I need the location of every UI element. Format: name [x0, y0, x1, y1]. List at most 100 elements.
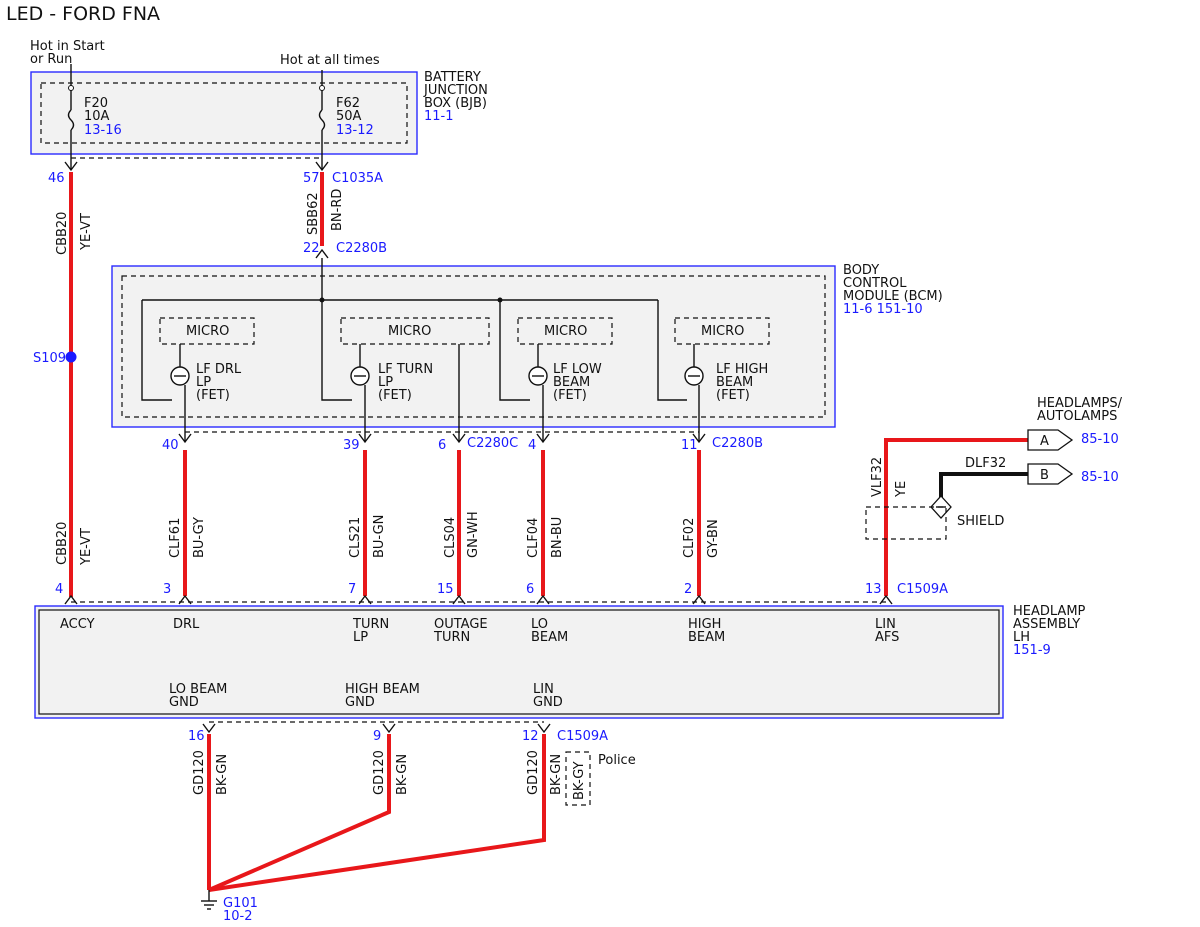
ground-symbol-icon — [201, 900, 217, 910]
offpage-b-ref[interactable]: 85-10 — [1081, 470, 1119, 485]
fuse-f62-icon — [318, 109, 326, 131]
offpage-b-letter: B — [1040, 468, 1049, 483]
pin-arrow-icon — [178, 594, 192, 605]
headlamp-label-line2: ASSEMBLY — [1013, 617, 1080, 632]
wire-clf04-color: BN-BU — [550, 517, 565, 558]
shield-label: SHIELD — [957, 514, 1004, 529]
headlamp-pin-2: 2 — [684, 582, 692, 597]
pin-arrow-icon — [537, 723, 551, 734]
wire-cls21-circuit: CLS21 — [348, 517, 363, 558]
wire-cls04-color: GN-WH — [466, 511, 481, 558]
bcm-input-connector: C2280B — [336, 241, 387, 256]
bjb-outline — [30, 71, 418, 155]
wire-clf61-circuit: CLF61 — [168, 518, 183, 558]
wire-gd120-high-color: BK-GN — [395, 754, 410, 795]
pin-arrow-icon — [452, 594, 466, 605]
offpage-title-line1: HEADLAMPS/ — [1037, 396, 1123, 411]
terminal-lin-gnd-line2: GND — [533, 695, 563, 710]
fet-drl-line3: (FET) — [196, 388, 230, 403]
fet-turn-line2: LP — [378, 375, 393, 390]
micro-box-1 — [159, 317, 255, 345]
wire-sbb62-circuit: SBB62 — [306, 192, 321, 235]
diagram-title: LED - FORD FNA — [6, 3, 160, 25]
headlamps-autolamps-ref: HEADLAMPS/ AUTOLAMPS VLF32 YE A 85-10 DL… — [865, 396, 1123, 596]
pin-arrow-icon — [536, 594, 550, 605]
wire-gd120-high — [208, 734, 391, 892]
bcm-pin-40: 40 — [162, 438, 179, 453]
pin-arrow-icon — [358, 594, 372, 605]
micro-box-2 — [340, 317, 490, 345]
splice-s109-dot-icon — [65, 351, 77, 363]
hot-start-run-line2: or Run — [30, 52, 72, 67]
fuse-f20-rating: 10A — [84, 109, 110, 124]
police-option-box — [565, 751, 591, 806]
pin-arrow-icon — [692, 594, 706, 605]
body-control-module: BODY CONTROL MODULE (BCM) 11-6 151-10 MI… — [111, 258, 943, 453]
wire-gd120-lo-color: BK-GN — [215, 754, 230, 795]
terminal-drl: DRL — [173, 617, 200, 632]
wire-cbb20-color-bottom: YE-VT — [79, 528, 94, 566]
wire-gd120-lin-color: BK-GN — [549, 754, 564, 795]
fuse-f20-name: F20 — [84, 96, 108, 111]
headlamp-pin-13: 13 — [865, 582, 882, 597]
terminal-high-beam-line2: BEAM — [688, 630, 725, 645]
bcm-pin-4: 4 — [528, 438, 536, 453]
micro-box-4 — [674, 317, 770, 345]
offpage-a-ref[interactable]: 85-10 — [1081, 432, 1119, 447]
wire-sbb62-color: BN-RD — [330, 189, 345, 231]
headlamp-label-line3: LH — [1013, 630, 1030, 645]
wire-cbb20-circuit-top: CBB20 — [55, 212, 70, 255]
fet-high-line2: BEAM — [716, 375, 753, 390]
pin-arrow-icon — [315, 161, 329, 172]
terminal-lin-afs-line2: AFS — [875, 630, 899, 645]
ground-name: G101 — [223, 896, 258, 911]
bjb-inner-dash — [40, 82, 408, 144]
bjb-label-line3: BOX (BJB) — [424, 96, 487, 111]
pin-arrow-icon — [382, 723, 396, 734]
micro-label-2: MICRO — [388, 324, 431, 339]
ground-pin-12: 12 — [522, 729, 539, 744]
hot-start-run-line1: Hot in Start — [30, 39, 105, 54]
micro-label-3: MICRO — [544, 324, 587, 339]
terminal-high-gnd-line1: HIGH BEAM — [345, 682, 420, 697]
splice-s109: S109 — [33, 351, 66, 366]
terminal-lo-gnd-line1: LO BEAM — [169, 682, 227, 697]
headlamp-pin-6: 6 — [526, 582, 534, 597]
headlamp-pin-4: 4 — [55, 582, 63, 597]
pin-arrow-icon — [536, 433, 550, 444]
bcm-connector-c2280b: C2280B — [712, 436, 763, 451]
fuse-f62-name: F62 — [336, 96, 360, 111]
fuse-f62-ref: 13-12 — [336, 123, 374, 138]
headlamp-outline — [34, 605, 1004, 719]
headlamp-connector-bottom: C1509A — [557, 729, 608, 744]
headlamp-pin-15: 15 — [437, 582, 454, 597]
pin-arrow-icon — [64, 594, 78, 605]
headlamp-inner-outline — [38, 609, 1000, 715]
fet-low-line2: BEAM — [553, 375, 590, 390]
bcm-inner-dash — [121, 275, 826, 418]
wire-dlf32 — [939, 472, 1028, 500]
micro-label-1: MICRO — [186, 324, 229, 339]
pin-arrow-icon — [315, 248, 329, 259]
wire-dlf32-circuit: DLF32 — [965, 456, 1006, 471]
offpage-connector-a-icon[interactable] — [1027, 429, 1074, 451]
pin-arrow-icon — [692, 433, 706, 444]
bcm-input-pin: 22 — [303, 241, 320, 256]
wire-vlf32 — [884, 438, 1028, 596]
hot-all-times-label: Hot at all times — [280, 53, 380, 68]
bcm-ref: 11-6 151-10 — [843, 302, 923, 317]
bcm-outline — [111, 265, 836, 428]
headlamp-label-line1: HEADLAMP — [1013, 604, 1086, 619]
bcm-label-line3: MODULE (BCM) — [843, 289, 943, 304]
micro-label-4: MICRO — [701, 324, 744, 339]
offpage-connector-b-icon[interactable] — [1027, 463, 1074, 485]
pin-arrow-icon — [452, 433, 466, 444]
terminal-lo-beam-line2: BEAM — [531, 630, 568, 645]
fet-turn-line1: LF TURN — [378, 362, 433, 377]
fuse-terminal-icon — [319, 85, 325, 91]
output-wires: CLF61 BU-GY CLS21 BU-GN CLS04 GN-WH CLF0… — [168, 450, 721, 596]
pin-arrow-icon — [358, 433, 372, 444]
pin-arrow-icon — [178, 433, 192, 444]
bjb-ref: 11-1 — [424, 109, 454, 124]
fuse-f62-rating: 50A — [336, 109, 362, 124]
